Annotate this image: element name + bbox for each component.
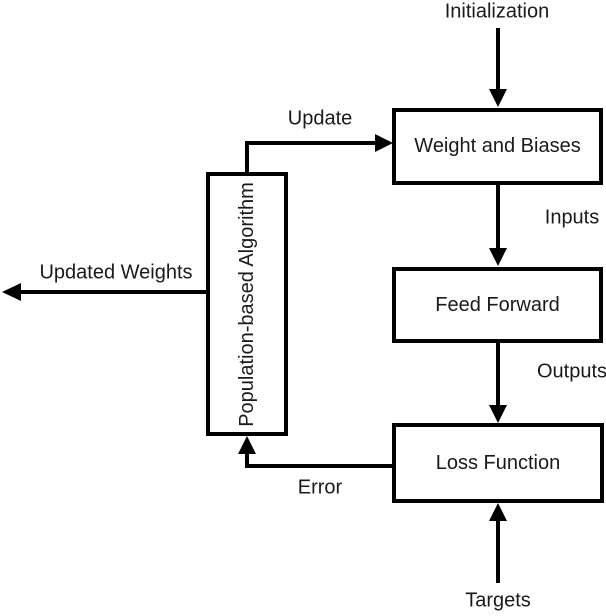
box-population-based-algorithm: Population-based Algorithm <box>206 172 288 436</box>
label-error: Error <box>297 476 343 499</box>
box-weight-and-biases-label: Weight and Biases <box>414 135 581 157</box>
label-inputs: Inputs <box>544 206 600 229</box>
box-loss-function-label: Loss Function <box>435 451 561 474</box>
label-initialization: Initialization <box>444 0 550 23</box>
label-update: Update <box>287 107 353 130</box>
box-loss-function: Loss Function <box>392 423 604 503</box>
box-population-based-algorithm-label: Population-based Algorithm <box>235 181 258 427</box>
label-targets: Targets <box>465 589 531 612</box>
updated-weights-arrow <box>2 283 206 301</box>
update-arrow <box>245 134 393 172</box>
label-updated-weights: Updated Weights <box>39 261 193 284</box>
box-feed-forward: Feed Forward <box>392 267 603 343</box>
targets-arrow <box>489 503 507 583</box>
inputs-arrow <box>489 185 507 266</box>
error-arrow <box>238 436 392 468</box>
label-outputs: Outputs <box>536 360 606 383</box>
box-feed-forward-label: Feed Forward <box>435 293 560 316</box>
initialization-arrow <box>489 28 507 107</box>
box-weight-and-biases: Weight and Biases <box>392 108 603 185</box>
outputs-arrow <box>489 343 507 423</box>
